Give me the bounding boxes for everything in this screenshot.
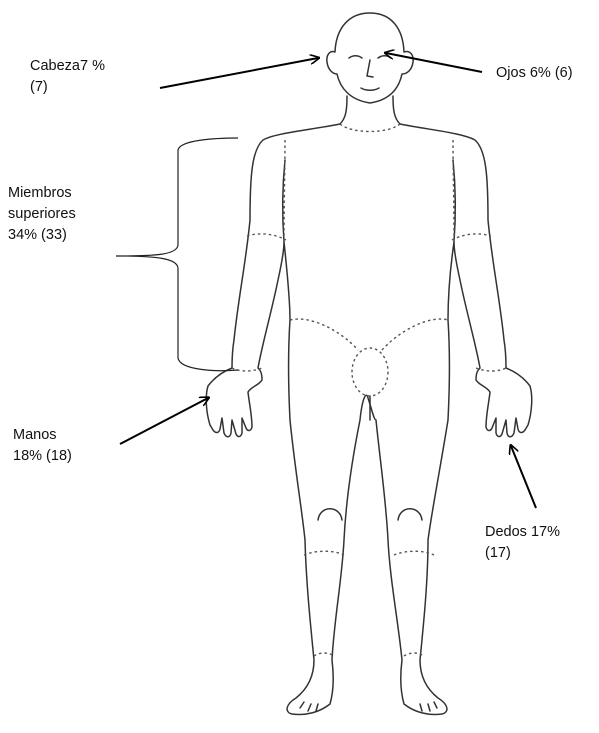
feet-right	[420, 702, 437, 711]
arrow-fingers	[511, 446, 536, 508]
fingers-label-line1: Dedos 17%	[485, 522, 560, 543]
arrow-hands	[120, 398, 208, 444]
neck-left	[340, 96, 347, 124]
upper-limbs-brace	[116, 138, 238, 371]
eye-left	[349, 56, 362, 58]
eyes-label: Ojos 6% (6)	[496, 63, 573, 84]
head-label-line2: (7)	[30, 77, 105, 98]
head-label-line1: Cabeza7 %	[30, 56, 105, 77]
neck-right	[393, 96, 400, 124]
upper-limbs-label: Miembros superiores 34% (33)	[8, 183, 76, 246]
zone-hip-line	[290, 319, 448, 350]
zone-neck-line	[340, 124, 400, 132]
body-outline	[206, 124, 531, 715]
upper-limbs-label-line1: Miembros	[8, 183, 76, 204]
hands-label-line1: Manos	[13, 425, 72, 446]
knee-left	[318, 509, 342, 520]
mouth	[361, 88, 379, 90]
eye-right	[378, 56, 391, 58]
knee-right	[398, 509, 422, 520]
nose	[367, 60, 373, 77]
arrow-head	[160, 58, 318, 88]
head-label: Cabeza7 % (7)	[30, 56, 105, 98]
upper-limbs-label-line3: 34% (33)	[8, 225, 76, 246]
upper-limbs-label-line2: superiores	[8, 204, 76, 225]
zone-shoulder-left	[284, 140, 285, 242]
zone-shoulder-right	[453, 140, 454, 242]
zone-upperarm-right	[452, 234, 491, 240]
zone-groin	[352, 348, 388, 396]
hands-label-line2: 18% (18)	[13, 446, 72, 467]
fingers-label: Dedos 17% (17)	[485, 522, 560, 564]
feet-left	[300, 702, 318, 711]
fingers-label-line2: (17)	[485, 543, 560, 564]
zone-upperarm-left	[247, 234, 286, 240]
zone-knee-left	[304, 551, 344, 555]
hands-label: Manos 18% (18)	[13, 425, 72, 467]
arrow-eyes	[386, 53, 482, 72]
eyes-label-line1: Ojos 6% (6)	[496, 63, 573, 84]
zone-ankle-left	[314, 653, 334, 656]
